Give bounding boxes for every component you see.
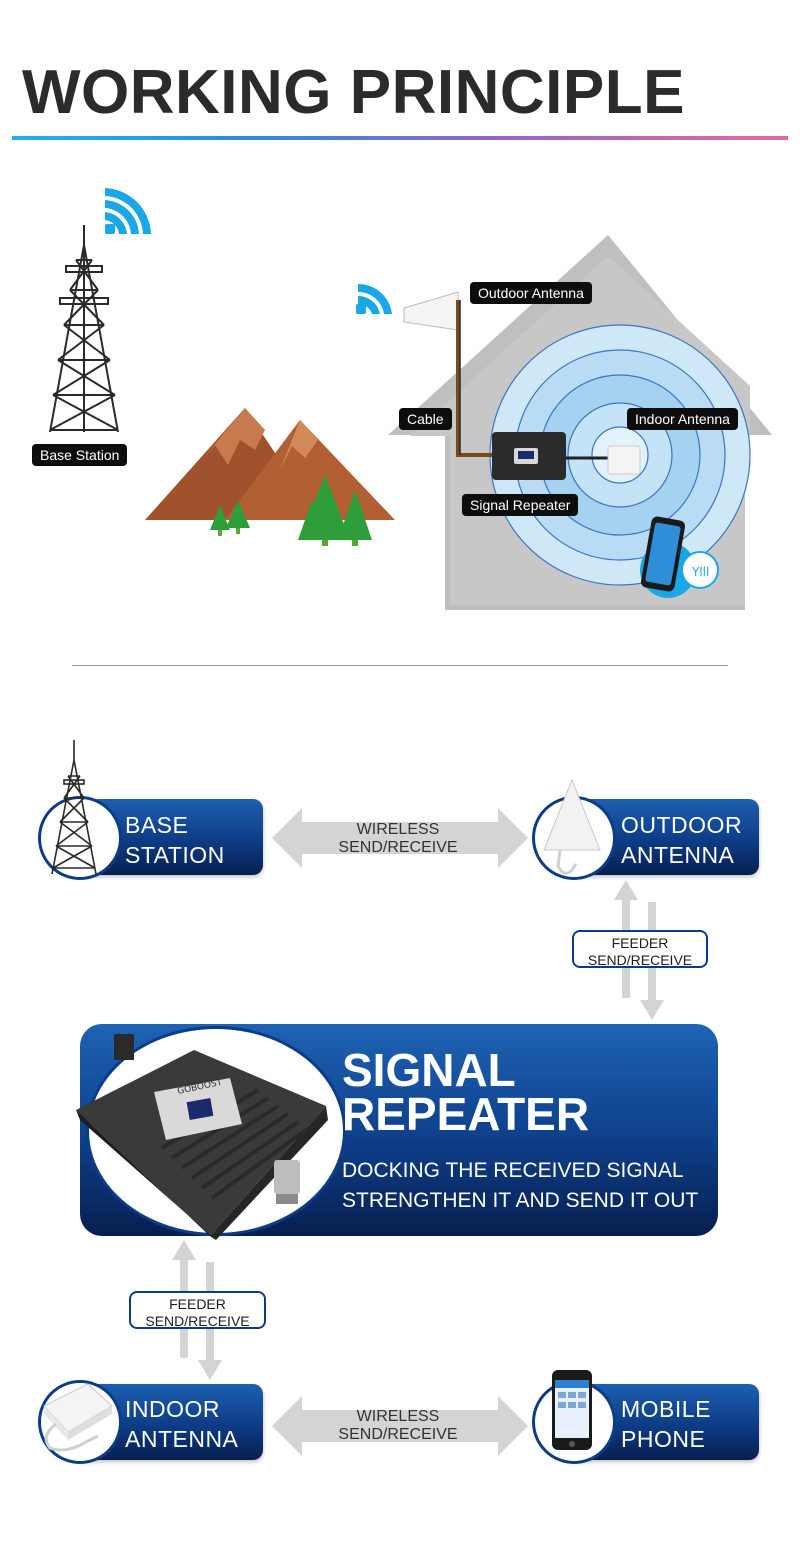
feeder-top-line1: FEEDER <box>611 935 669 951</box>
indoor-antenna-text: INDOOR ANTENNA <box>125 1394 238 1454</box>
base-station-label: Base Station <box>32 444 128 467</box>
wireless-bottom-line1: WIRELESS <box>356 1408 440 1425</box>
title-underline <box>12 136 788 140</box>
mobile-phone-line2: PHONE <box>621 1426 706 1452</box>
wireless-double-arrow-bottom <box>272 1396 528 1456</box>
smartphone-icon: Ylll <box>640 516 719 598</box>
outdoor-wifi-icon <box>356 283 392 314</box>
wireless-text-top: WIRELESS SEND/RECEIVE <box>298 821 498 857</box>
repeater-desc-line2: STRENGTHEN IT AND SEND IT OUT <box>342 1189 699 1212</box>
cable-line <box>456 300 608 460</box>
mobile-phone-text: MOBILE PHONE <box>621 1394 711 1454</box>
working-principle-illustration: Ylll <box>49 188 772 610</box>
tower-wifi-icon <box>105 188 151 234</box>
indoor-antenna-line2: ANTENNA <box>125 1426 239 1452</box>
outdoor-antenna-line2: ANTENNA <box>621 842 735 868</box>
trees-icon <box>210 475 372 546</box>
section-divider <box>72 665 728 666</box>
feeder-bottom-line1: FEEDER <box>169 1296 226 1312</box>
repeater-description: DOCKING THE RECEIVED SIGNAL STRENGTHEN I… <box>342 1156 698 1216</box>
outdoor-antenna-icon <box>543 778 601 875</box>
outdoor-antenna-text: OUTDOOR ANTENNA <box>621 810 742 870</box>
indoor-antenna-line1: INDOOR <box>125 1396 220 1422</box>
feeder-bottom-line2: SEND/RECEIVE <box>145 1313 250 1329</box>
mobile-phone-line1: MOBILE <box>621 1396 711 1422</box>
cable-label: Cable <box>399 408 452 431</box>
wireless-top-line1: WIRELESS <box>356 821 440 838</box>
repeater-title-line2: REPEATER <box>342 1088 590 1140</box>
wireless-top-line2: SEND/RECEIVE <box>338 839 458 856</box>
wireless-double-arrow-top <box>272 808 528 868</box>
wireless-text-bottom: WIRELESS SEND/RECEIVE <box>298 1408 498 1444</box>
outdoor-antenna-icon <box>403 291 459 331</box>
svg-text:Ylll: Ylll <box>691 565 709 579</box>
indoor-antenna-label: Indoor Antenna <box>627 408 738 431</box>
indoor-antenna-icon <box>607 445 641 475</box>
signal-repeater-device-icon <box>492 432 566 480</box>
signal-repeater-device-icon: GOBOOST <box>76 1034 328 1240</box>
outdoor-antenna-label: Outdoor Antenna <box>470 282 592 305</box>
base-station-tower-icon <box>51 740 97 875</box>
repeater-title-line1: SIGNAL <box>342 1044 516 1096</box>
wireless-bottom-line2: SEND/RECEIVE <box>338 1426 458 1443</box>
base-station-line1: BASE <box>125 812 189 838</box>
feeder-top-line2: SEND/RECEIVE <box>587 952 693 968</box>
base-station-line2: STATION <box>125 842 225 868</box>
feeder-pill-bottom: FEEDER SEND/RECEIVE <box>129 1291 266 1329</box>
feeder-pill-top: FEEDER SEND/RECEIVE <box>572 930 708 968</box>
page-title: WORKING PRINCIPLE <box>22 58 685 127</box>
base-station-text: BASE STATION <box>125 810 225 870</box>
base-station-tower-icon <box>49 225 119 433</box>
signal-repeater-label: Signal Repeater <box>462 494 579 517</box>
repeater-desc-line1: DOCKING THE RECEIVED SIGNAL <box>342 1159 684 1182</box>
repeater-title: SIGNAL REPEATER <box>342 1044 590 1140</box>
mountains-icon <box>145 408 395 520</box>
mobile-phone-icon <box>552 1370 592 1450</box>
outdoor-antenna-line1: OUTDOOR <box>621 812 743 838</box>
indoor-antenna-icon <box>43 1383 113 1452</box>
